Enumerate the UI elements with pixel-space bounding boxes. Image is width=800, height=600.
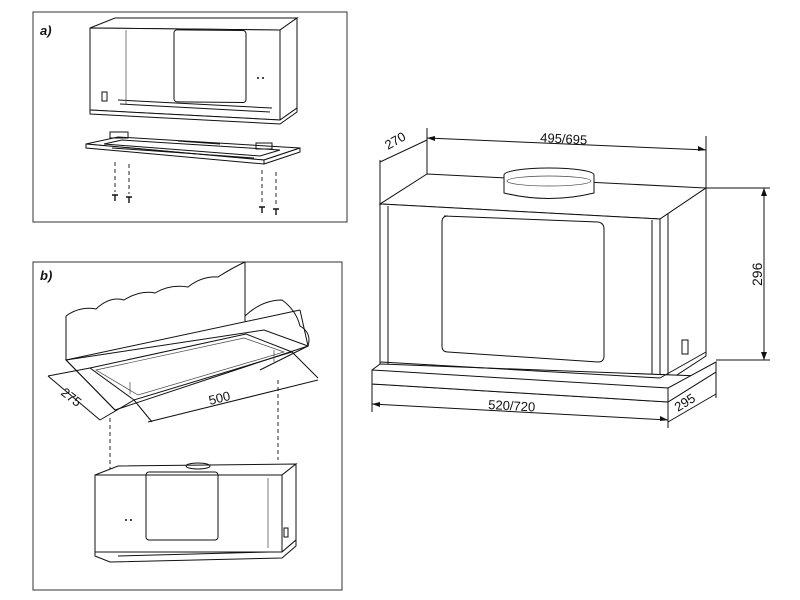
width-bottom-label: 520/720 — [488, 397, 536, 414]
height-label: 296 — [749, 262, 765, 286]
panel-b-label: b) — [40, 268, 52, 283]
depth-top-label: 270 — [382, 129, 408, 153]
screws-a — [112, 162, 279, 215]
cutout-width-label: 500 — [207, 388, 232, 408]
cutout-dimensions-b: 275 500 — [47, 351, 319, 423]
panel-a: a) — [32, 11, 348, 223]
hood-unit-b — [94, 462, 298, 563]
main-hood-view — [371, 167, 717, 403]
guide-lines-b — [109, 380, 279, 470]
mounting-frame-a — [85, 131, 301, 165]
panel-b: b) 275 500 — [32, 261, 343, 591]
panel-a-label: a) — [40, 23, 52, 38]
width-top-label: 495/695 — [540, 130, 588, 147]
hood-unit-a — [89, 17, 299, 125]
